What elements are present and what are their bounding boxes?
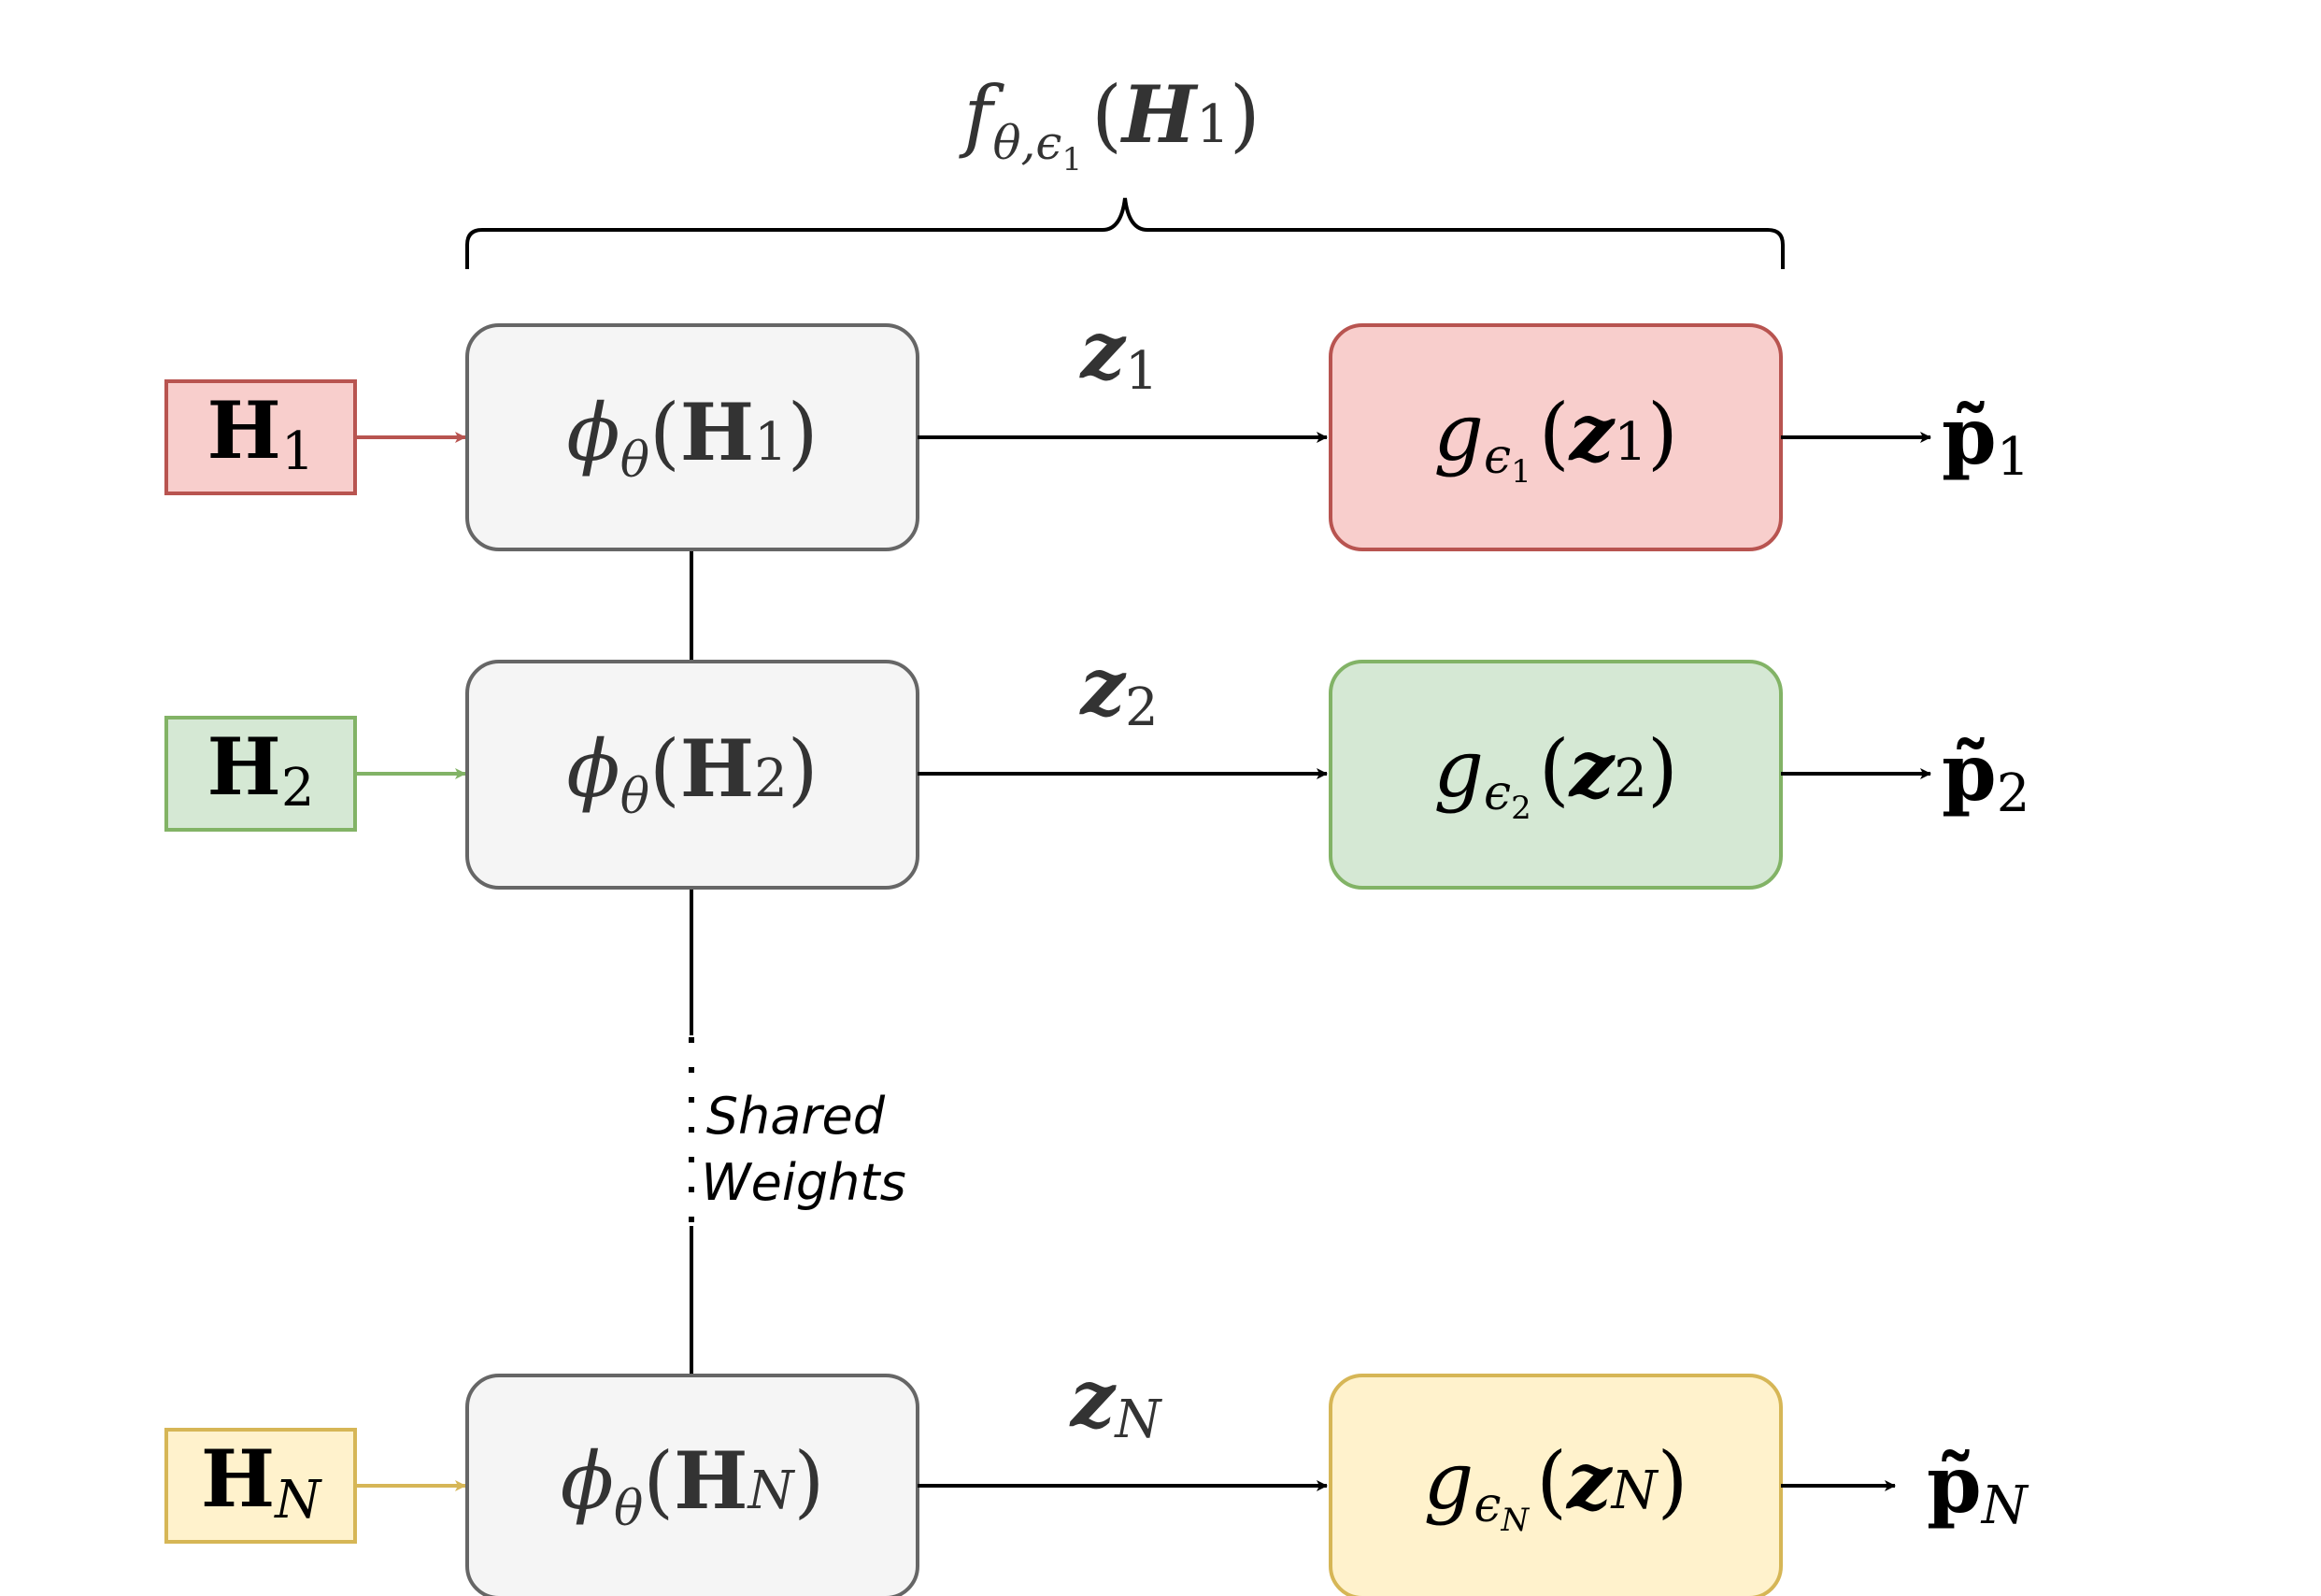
- brace-label: fθ,ϵ1(H1): [958, 68, 1260, 178]
- input-label-n: HN: [201, 1432, 322, 1531]
- output-label-2: p̃2: [1942, 726, 2029, 824]
- edge-label-n: zN: [1069, 1352, 1163, 1450]
- edge-label-2: z2: [1078, 640, 1158, 738]
- input-label-1: H1: [206, 384, 314, 482]
- row-1: H1 ϕθ(H1) z1 gϵ1(z1) p̃1: [164, 304, 2029, 551]
- input-label-2: H2: [206, 720, 314, 819]
- output-label-n: p̃N: [1927, 1438, 2029, 1536]
- shared-weights-label: Shared Weights: [701, 1087, 905, 1212]
- output-label-1: p̃1: [1942, 390, 2029, 488]
- head-label-2: gϵ2(z2): [1433, 722, 1677, 827]
- curly-brace: [465, 197, 1785, 269]
- head-label-n: gϵN(zN): [1424, 1434, 1688, 1539]
- encoder-label-2: ϕθ(H2): [566, 722, 818, 825]
- edge-label-1: z1: [1078, 304, 1158, 402]
- encoder-label-1: ϕθ(H1): [566, 386, 818, 489]
- row-n: HN ϕθ(HN) zN gϵN(zN) p̃N: [164, 1352, 2029, 1596]
- encoder-label-n: ϕθ(HN): [561, 1434, 825, 1537]
- input-box-n: [164, 1428, 357, 1544]
- row-2: H2 ϕθ(H2) z2 gϵ2(z2) p̃2: [164, 640, 2029, 890]
- input-box-1: [164, 379, 357, 495]
- head-label-1: gϵ1(z1): [1433, 386, 1677, 491]
